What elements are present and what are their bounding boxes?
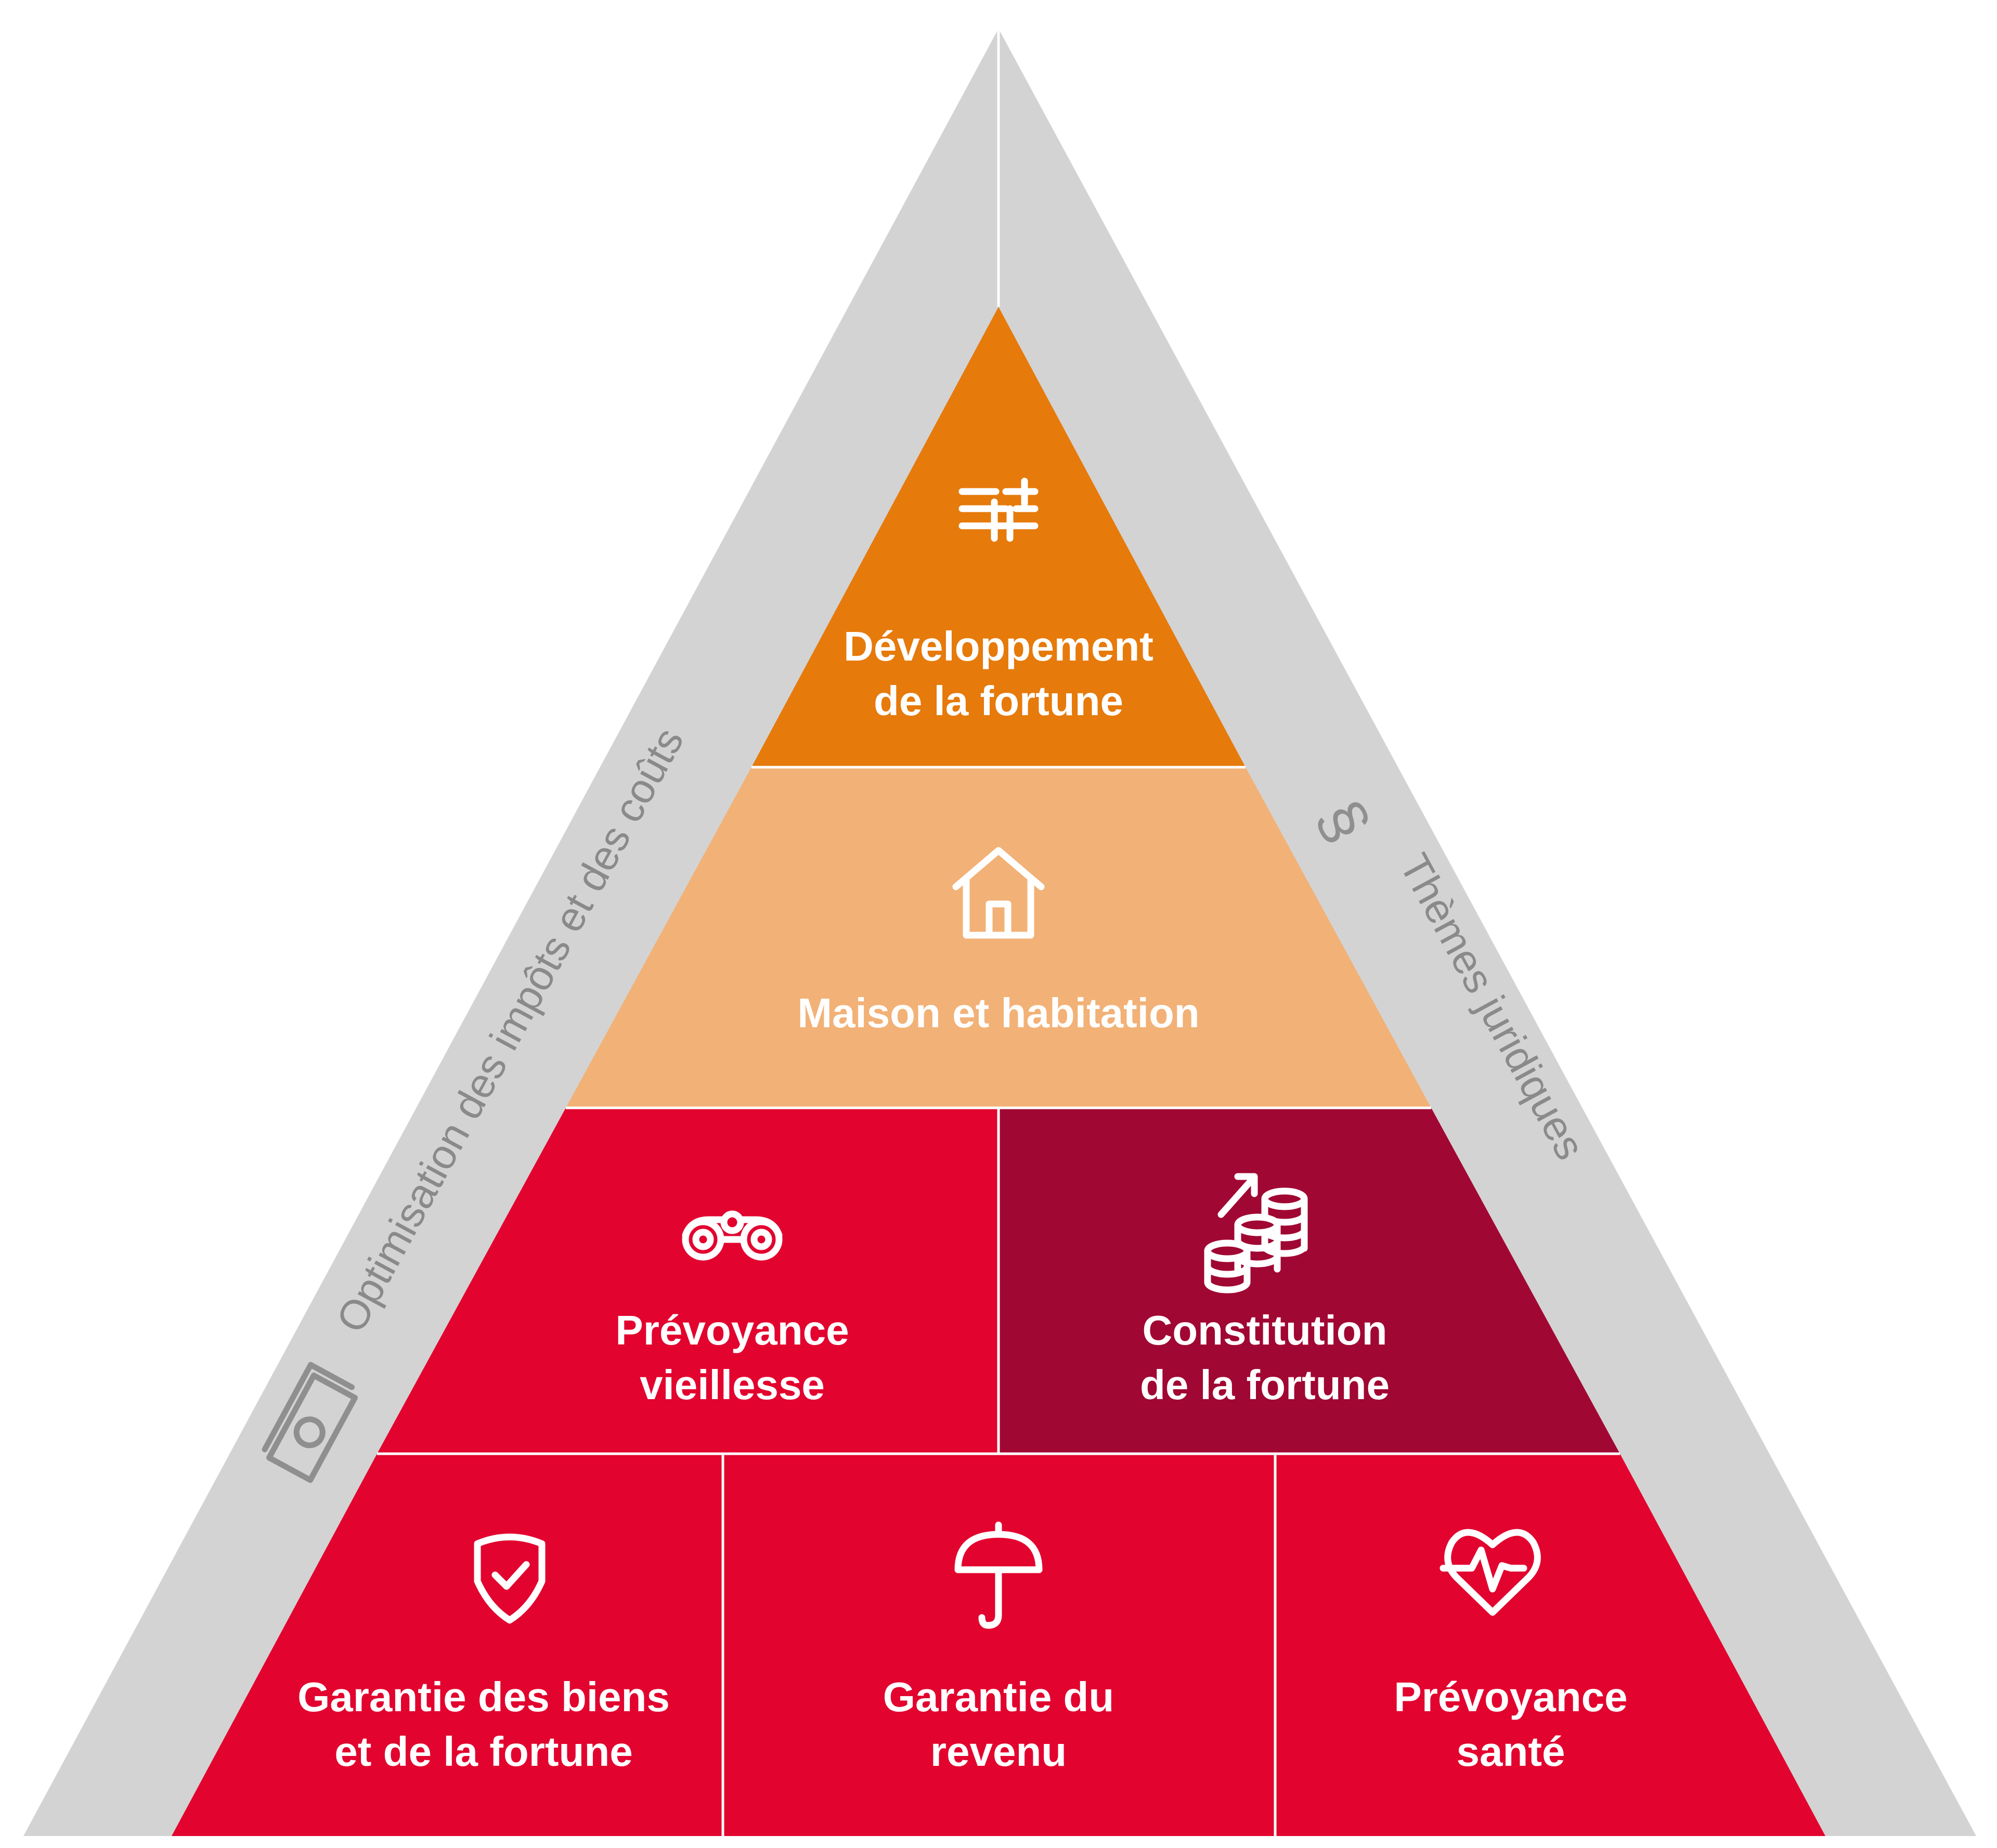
tier-third-left [377,1108,998,1454]
tier-top-label-line2: de la fortune [874,678,1123,724]
tier-top-label-line1: Développement [844,623,1153,669]
tier-third-right-label-line2: de la fortune [1140,1362,1390,1408]
coins-growth-icon [1204,1173,1308,1294]
tier-third-right [998,1108,1620,1454]
tier-third-left-label-line1: Prévoyance [615,1307,849,1353]
tier-third-left-label-line2: vieillesse [640,1362,825,1408]
tier-bottom-left-label-line2: et de la fortune [334,1728,632,1775]
tier-bottom-right-label-line1: Prévoyance [1394,1674,1627,1720]
tier-bottom-left-label-line1: Garantie des biens [297,1674,670,1720]
tier-bottom-right [1275,1454,1825,1836]
binoculars-icon [682,1210,783,1261]
tier-top [751,307,1246,767]
sliders-icon [958,477,1039,542]
tier-bottom-center-label-line1: Garantie du [883,1674,1114,1720]
house-icon [952,847,1045,939]
heart-pulse-icon [1440,1529,1541,1616]
tier-bottom-center [723,1454,1275,1836]
shield-check-icon [474,1533,546,1624]
tier-separators [377,766,1620,1836]
tier-third-right-label-line1: Constitution [1143,1307,1387,1353]
banknote-icon [262,1362,358,1483]
tier-bottom-left [172,1454,723,1836]
tier-bottom-right-label-line2: santé [1457,1728,1565,1775]
tier-second-label: Maison et habitation [797,990,1199,1036]
tier-bottom-center-label-line2: revenu [930,1728,1067,1775]
umbrella-icon [954,1521,1043,1629]
